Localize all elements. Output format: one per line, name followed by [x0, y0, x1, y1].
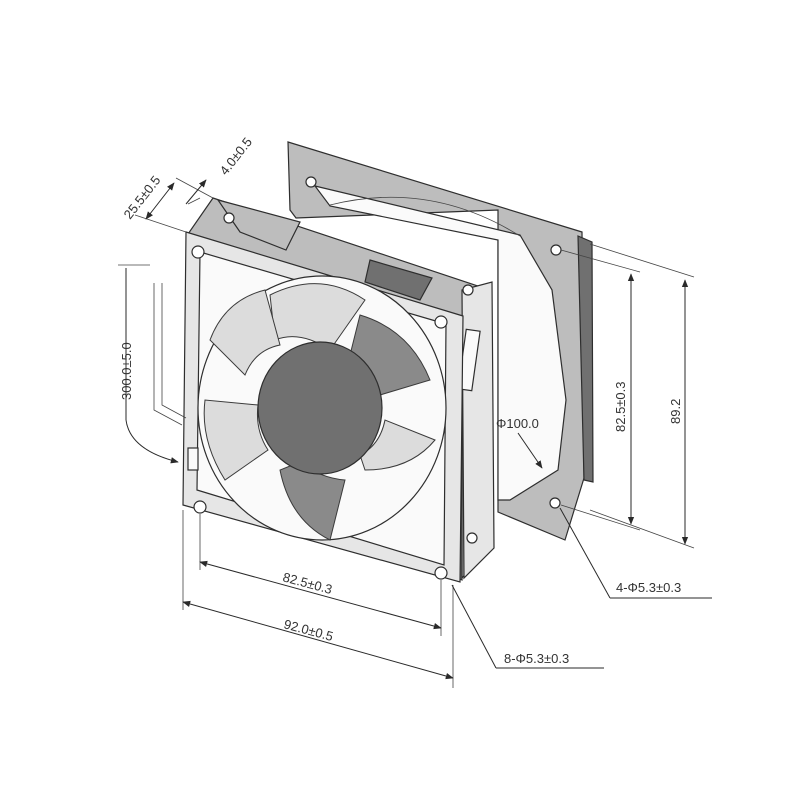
cable-length-dimension: 300.0±5.0 [118, 264, 179, 464]
guard-height-dimension: 89.2 [589, 243, 695, 549]
front-hole-top-right [434, 315, 448, 329]
front-hole-bottom-left [193, 500, 207, 514]
cable-length-label: 300.0±5.0 [119, 342, 134, 400]
fan-blade [203, 399, 269, 481]
depth-label: 25.5±0.5 [121, 173, 164, 222]
guard-hole-bottom-right [549, 497, 561, 509]
guard-holes-callout: 4-Φ5.3±0.3 [559, 507, 712, 599]
flange-dimension: 4.0±0.5 [185, 135, 255, 205]
fan-hub [257, 341, 383, 475]
guard-diameter-callout: Φ100.0 [496, 416, 543, 469]
lead-wire [153, 283, 187, 426]
guard-holes-label: 4-Φ5.3±0.3 [616, 580, 681, 595]
guard-diameter-label: Φ100.0 [496, 416, 539, 431]
guard-hole-spacing-dimension: 82.5±0.3 [560, 249, 641, 531]
front-holes-callout: 8-Φ5.3±0.3 [451, 584, 604, 669]
guard-hole-top-left [305, 176, 317, 188]
flange-label: 4.0±0.5 [217, 135, 255, 178]
guard-hole-spacing-label: 82.5±0.3 [613, 381, 628, 432]
front-hole-top-left [191, 245, 205, 259]
front-hole-bottom-right [434, 566, 448, 580]
fan-blade [269, 283, 366, 351]
front-holes-label: 8-Φ5.3±0.3 [504, 651, 569, 666]
front-hole-spacing-label: 82.5±0.3 [281, 569, 334, 597]
finger-guard [287, 141, 594, 541]
guard-height-label: 89.2 [668, 399, 683, 424]
fan-frame-front [182, 231, 464, 583]
frame-width-label: 92.0±0.5 [282, 616, 335, 644]
fan-blade [209, 289, 281, 376]
guard-hole-top-right [550, 244, 562, 256]
